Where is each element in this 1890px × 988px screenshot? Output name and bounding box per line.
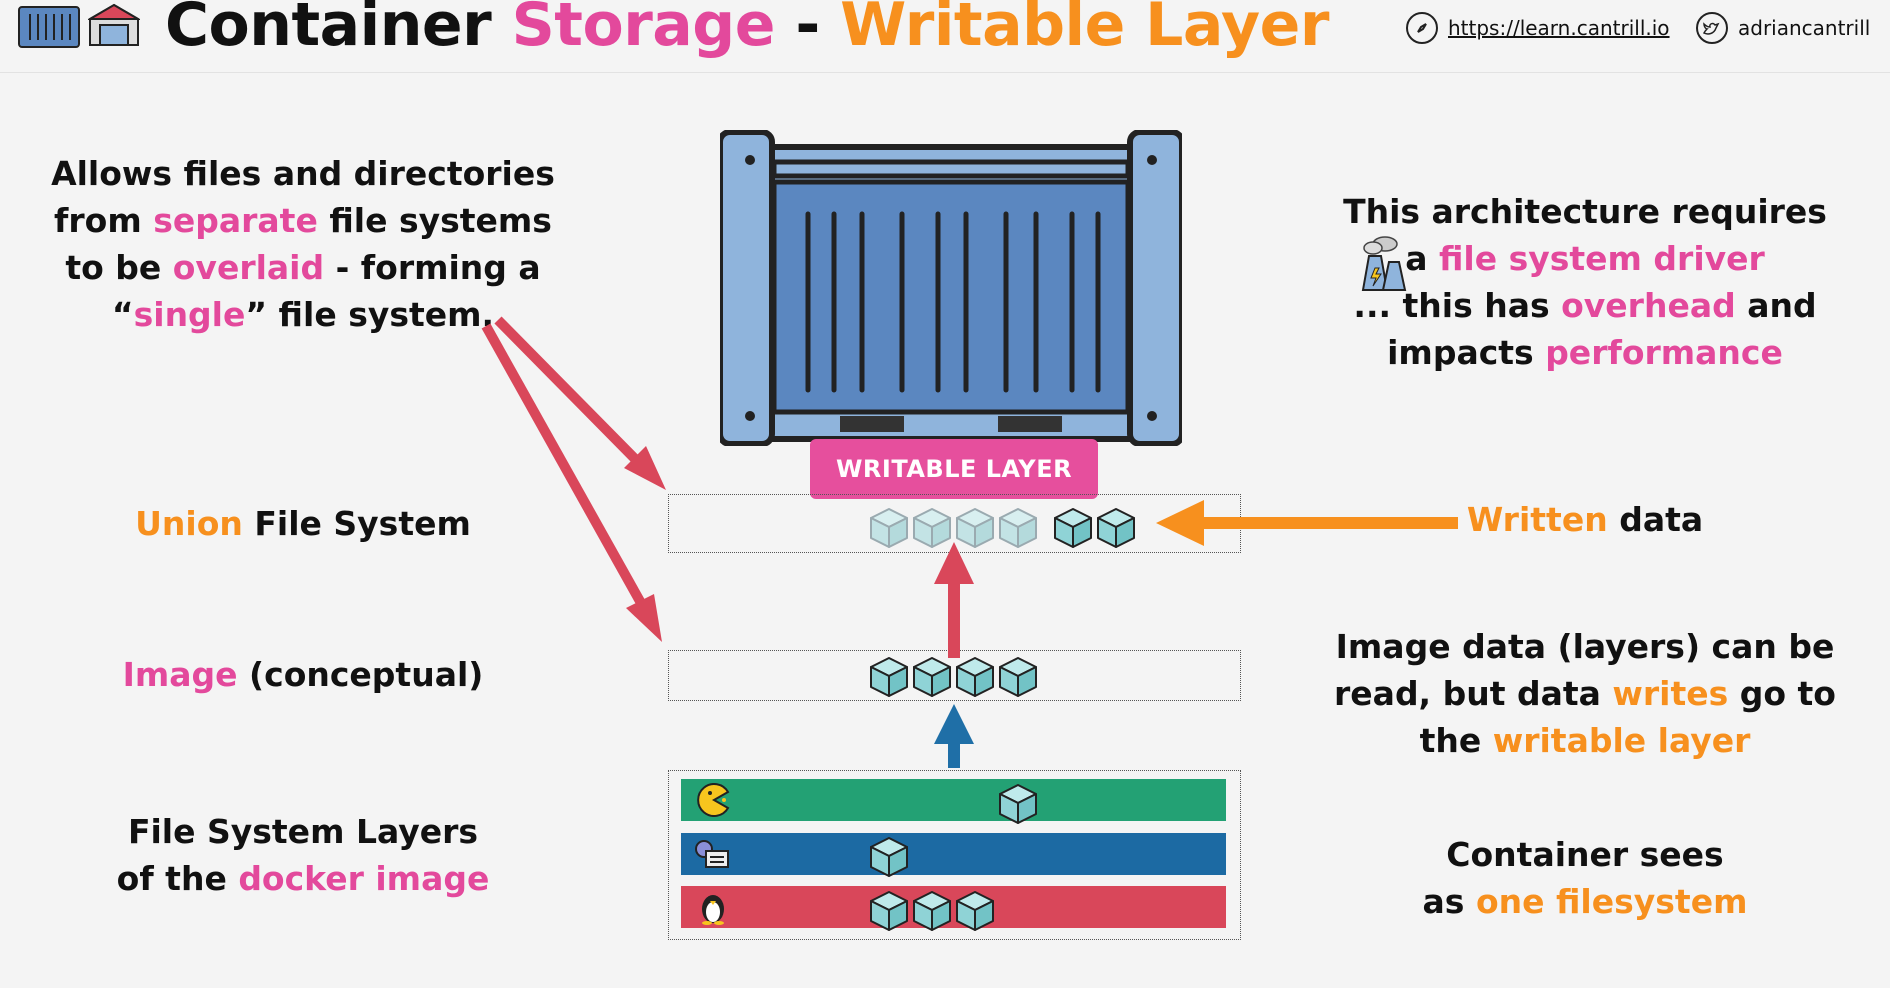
compass-icon [1406,12,1438,44]
config-icon [695,840,729,868]
title-part-storage: Storage [511,0,776,60]
arch-line3: ... this has overhead and [1353,286,1817,325]
twitter-group[interactable]: adriancantrill [1696,12,1870,44]
fs-layers-box [668,770,1241,940]
fs-layers-line2: of the docker image [116,859,490,898]
sees-line1: Container sees [1446,835,1724,874]
fs-layers-line1: File System Layers [127,812,479,851]
arch-line1: This architecture requires [1343,192,1827,231]
red-arrow-to-image [481,323,651,615]
written-data-label: Written data [1466,500,1704,539]
website-link-group[interactable]: https://learn.cantrill.io [1406,12,1670,44]
twitter-handle: adriancantrill [1738,16,1871,40]
red-arrowhead-union [624,446,666,490]
pacman-icon [697,783,730,817]
header-bar: Container Storage - Writable Layer https… [0,0,1890,73]
power-plant-icon [1361,236,1407,291]
layer-bar-red [681,886,1226,928]
container-graphic [720,130,1182,446]
architecture-note: This architecture requires a file system… [1330,188,1840,376]
imgdata-line1: Image data (layers) can be [1335,627,1835,666]
union-fs-label: Union File System [135,504,471,543]
image-conceptual-label: Image (conceptual) [122,655,484,694]
overlay-desc-line3: to be overlaid - forming a [65,248,541,287]
blue-up-arrowhead [934,704,974,744]
red-up-arrow [948,578,960,658]
sees-line2: as one filesystem [1422,882,1748,921]
overlay-desc-line2: from separate file systems [54,201,552,240]
overlay-desc-line1: Allows files and directories [51,154,555,193]
imgdata-line3: the writable layer [1419,721,1751,760]
layer-bar-blue [681,833,1226,875]
layer-bar-green [681,779,1226,821]
red-arrow-to-union [494,316,648,472]
linux-penguin-icon [702,895,724,925]
image-conceptual-box [668,650,1241,701]
arch-line4: impacts performance [1387,333,1783,372]
title-part-container: Container [165,0,492,60]
union-fs-box [668,494,1241,553]
title-separator: - [795,0,820,60]
title-part-writable-layer: Writable Layer [840,0,1329,60]
container-icon [18,6,80,48]
image-data-note: Image data (layers) can be read, but dat… [1330,623,1840,764]
red-arrowhead-image [626,594,662,642]
writable-layer-badge: WRITABLE LAYER [810,439,1098,499]
warehouse-icon [88,3,140,46]
arch-line2: a file system driver [1405,239,1765,278]
overlay-desc-line4: “single” file system. [111,295,495,334]
container-sees-note: Container sees as one filesystem [1330,831,1840,925]
imgdata-line2: read, but data writes go to [1334,674,1836,713]
page-title: Container Storage - Writable Layer [165,0,1329,60]
website-link[interactable]: https://learn.cantrill.io [1448,16,1670,40]
overlay-description: Allows files and directories from separa… [48,150,558,338]
twitter-icon [1696,12,1728,44]
blue-up-arrow [948,738,960,768]
fs-layers-label: File System Layers of the docker image [48,808,558,902]
